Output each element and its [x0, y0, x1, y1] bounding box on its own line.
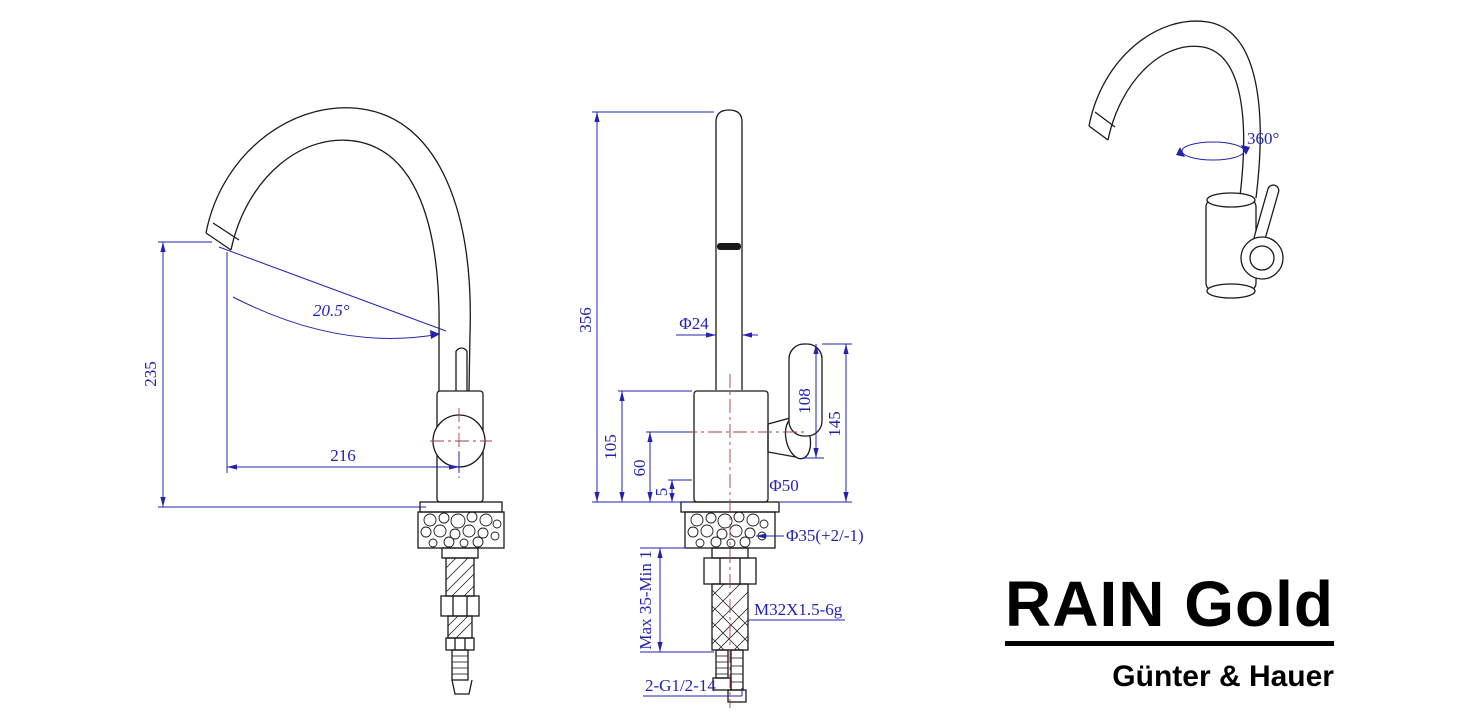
- spout-outer-persp: [1088, 20, 1261, 199]
- product-name: RAIN Gold: [1005, 572, 1334, 646]
- company-name: Günter & Hauer: [1112, 660, 1334, 693]
- rotation-arrows: [1176, 145, 1250, 157]
- escutcheon-side-texture: [420, 511, 502, 548]
- dim-356: 356: [576, 307, 595, 333]
- side-dimension-texts: 235 216 20.5°: [141, 301, 356, 465]
- front-dimension-texts: 356 Φ24 105 60 5 108 145 Φ50 Φ35(+2/-1) …: [576, 307, 864, 695]
- hose2-front: [730, 649, 744, 691]
- hose-braid-side: [451, 649, 469, 681]
- hose-nut-side: [445, 637, 475, 651]
- dim-145: 145: [825, 411, 844, 437]
- body-front: [693, 390, 769, 503]
- knob-inner-persp: [1249, 245, 1275, 271]
- base-plate-side: [419, 501, 503, 513]
- dim-mount-range: Max 35-Min 1: [636, 550, 655, 649]
- spout-inner-persp: [1107, 45, 1245, 197]
- pipe-top-cap: [715, 109, 743, 123]
- spout-inner-curve: [230, 139, 440, 391]
- hose1-ribs: [716, 655, 728, 675]
- dim-hoses: 2-G1/2-14: [645, 676, 716, 695]
- dim-105: 105: [601, 434, 620, 460]
- spout-outer-curve: [205, 107, 471, 392]
- side-dimension-arrows: [160, 242, 459, 507]
- hose2-ribs: [731, 657, 743, 683]
- handle-bar: [788, 343, 823, 437]
- front-dimension-arrows: [594, 112, 849, 652]
- knob-persp: [1240, 236, 1284, 280]
- side-view: [205, 107, 505, 695]
- spout-tip-cap-persp: [1088, 125, 1109, 141]
- dim-d50: Φ50: [769, 476, 798, 495]
- dim-rotation: 360°: [1247, 129, 1279, 148]
- front-view: [680, 109, 823, 703]
- escutcheon-front-texture: [687, 511, 769, 548]
- spout-tip-band: [212, 222, 240, 241]
- hose-braid-ribs: [452, 655, 468, 675]
- brand-block: RAIN Gold Günter & Hauer: [1005, 572, 1334, 694]
- shank-nut-side: [440, 595, 480, 617]
- shank-lower-hatch: [447, 615, 473, 639]
- shank-lower-side: [447, 615, 473, 639]
- dim-d35: Φ35(+2/-1): [786, 526, 864, 545]
- dim-d24: Φ24: [679, 314, 709, 333]
- shank-side-hatch: [445, 557, 475, 597]
- angle-arc: [232, 296, 441, 339]
- body-bottom-ellipse: [1206, 283, 1256, 299]
- dim-60: 60: [630, 460, 649, 477]
- rotation-annotation: [1181, 141, 1245, 161]
- dim-216: 216: [330, 446, 356, 465]
- dim-5: 5: [652, 488, 671, 497]
- spout-tip-cap: [205, 232, 232, 251]
- body-top-ellipse: [1206, 192, 1256, 208]
- lever-cap: [455, 347, 468, 352]
- perspective-view: [1088, 20, 1284, 299]
- dim-108: 108: [795, 388, 814, 414]
- spout-tip-band-persp: [1094, 111, 1116, 128]
- dim-235: 235: [141, 361, 160, 387]
- aerator: [717, 243, 741, 250]
- shank-collar-side: [441, 547, 479, 559]
- angle-reference-line: [218, 246, 447, 332]
- dim-angle: 20.5°: [313, 301, 350, 320]
- dim-thread: M32X1.5-6g: [754, 600, 843, 619]
- rotation-ellipse: [1181, 141, 1245, 161]
- hose-end-side: [451, 679, 473, 695]
- side-dimensions: [158, 241, 460, 508]
